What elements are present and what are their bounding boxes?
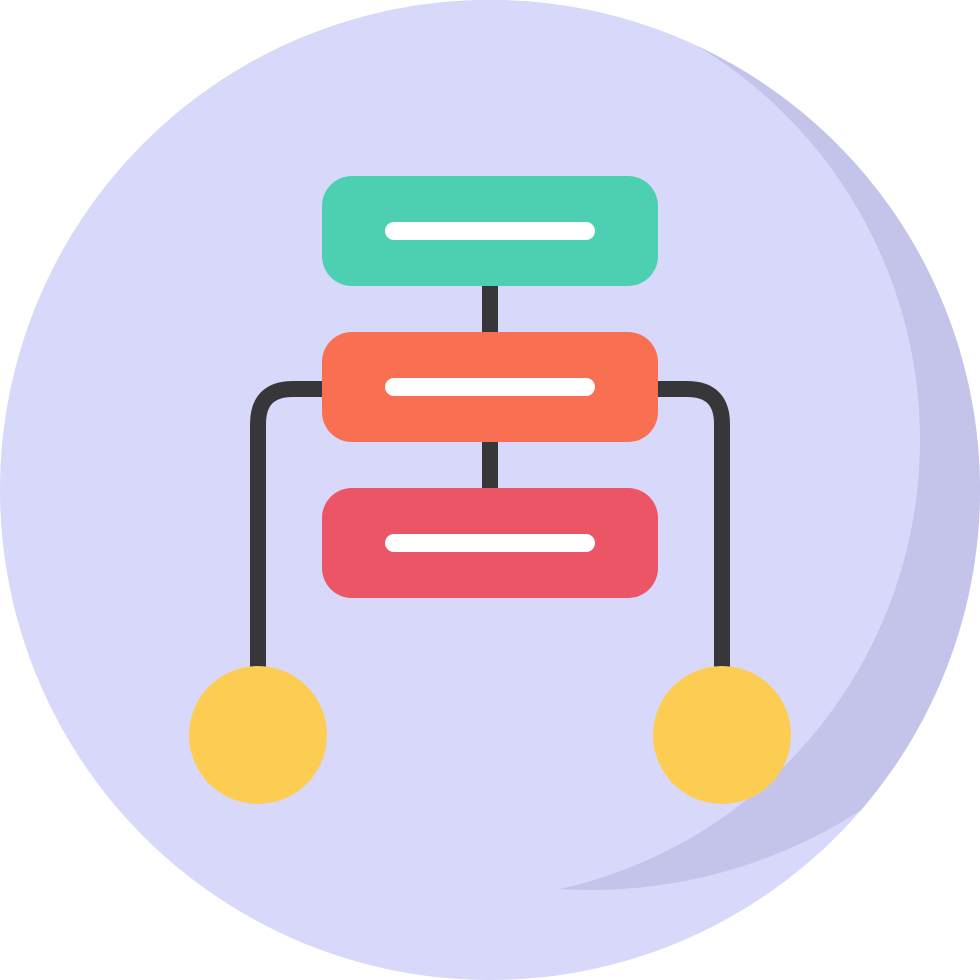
flow-block-top	[322, 176, 658, 286]
end-node-right	[653, 666, 791, 804]
connectors	[250, 282, 730, 670]
block-middle-line	[385, 378, 595, 396]
block-bottom-line	[385, 534, 595, 552]
flow-block-bottom	[322, 488, 658, 598]
block-top-line	[385, 222, 595, 240]
flow-block-middle	[322, 332, 658, 442]
end-node-left	[189, 666, 327, 804]
connector-left-branch	[250, 381, 326, 670]
connector-right-branch	[654, 381, 730, 670]
